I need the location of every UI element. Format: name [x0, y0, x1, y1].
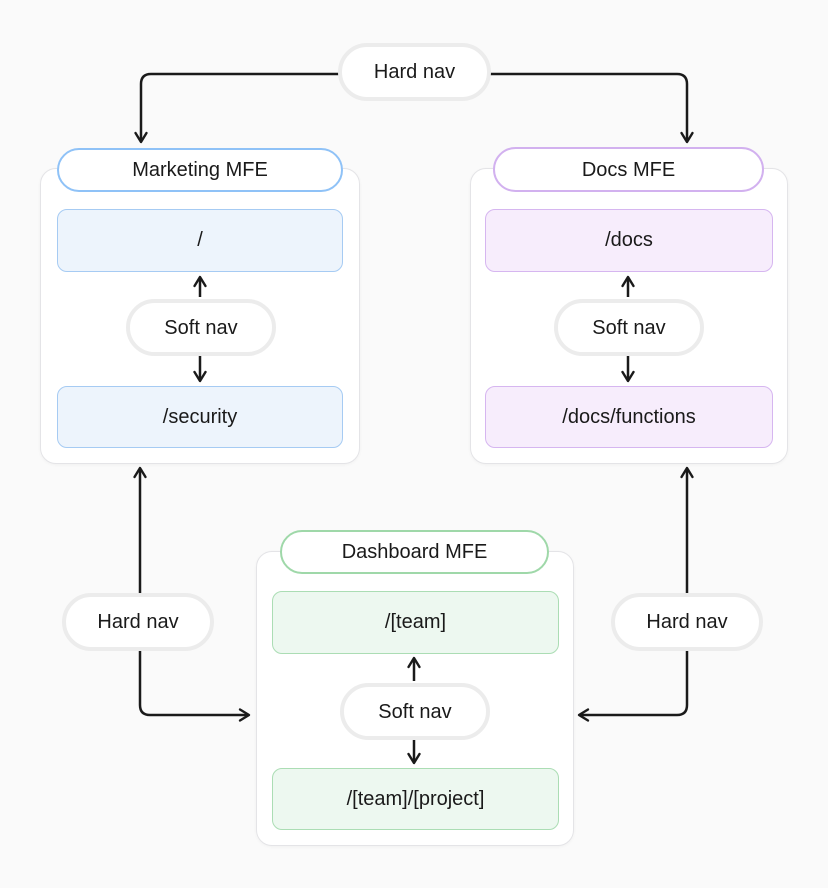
soft-nav-pill-dashboard: Soft nav	[340, 683, 490, 740]
soft-nav-label: Soft nav	[592, 316, 666, 339]
docs-mfe-card: /docs Soft nav /docs/functions Docs MFE	[470, 147, 788, 464]
hard-nav-label: Hard nav	[646, 611, 728, 633]
route-label: /docs/functions	[562, 405, 696, 428]
hard-nav-pill-top: Hard nav	[338, 43, 491, 101]
route-label: /[team]	[384, 611, 447, 633]
route-label: /[team]/[project]	[346, 787, 485, 810]
docs-mfe-title-pill: Docs MFE	[493, 147, 764, 192]
soft-nav-label: Soft nav	[378, 700, 452, 723]
route-label: /	[197, 229, 203, 251]
hard-nav-pill-left: Hard nav	[62, 593, 214, 651]
dashboard-mfe-card: /[team] Soft nav /[team]/[project] Dashb…	[256, 530, 574, 846]
route-box-root: /	[57, 209, 343, 272]
right-hard-nav-arrow	[577, 466, 694, 722]
route-box-docs-functions: /docs/functions	[485, 386, 773, 448]
mfe-title: Marketing MFE	[132, 159, 268, 181]
marketing-mfe-title-pill: Marketing MFE	[57, 148, 343, 192]
soft-nav-pill-marketing: Soft nav	[126, 299, 276, 356]
soft-nav-label: Soft nav	[164, 316, 238, 339]
hard-nav-label: Hard nav	[97, 611, 179, 633]
route-label: /docs	[605, 229, 653, 251]
route-box-team: /[team]	[272, 591, 559, 654]
route-box-docs: /docs	[485, 209, 773, 272]
marketing-mfe-card: / Soft nav /security Marketing MFE	[40, 148, 360, 464]
mfe-title: Docs MFE	[581, 158, 676, 181]
left-hard-nav-arrow	[133, 466, 251, 722]
mfe-title: Dashboard MFE	[341, 541, 488, 563]
soft-nav-pill-docs: Soft nav	[554, 299, 704, 356]
route-box-security: /security	[57, 386, 343, 448]
hard-nav-label: Hard nav	[373, 61, 456, 83]
route-label: /security	[162, 405, 238, 428]
dashboard-mfe-title-pill: Dashboard MFE	[280, 530, 549, 574]
hard-nav-pill-right: Hard nav	[611, 593, 763, 651]
route-box-team-project: /[team]/[project]	[272, 768, 559, 830]
